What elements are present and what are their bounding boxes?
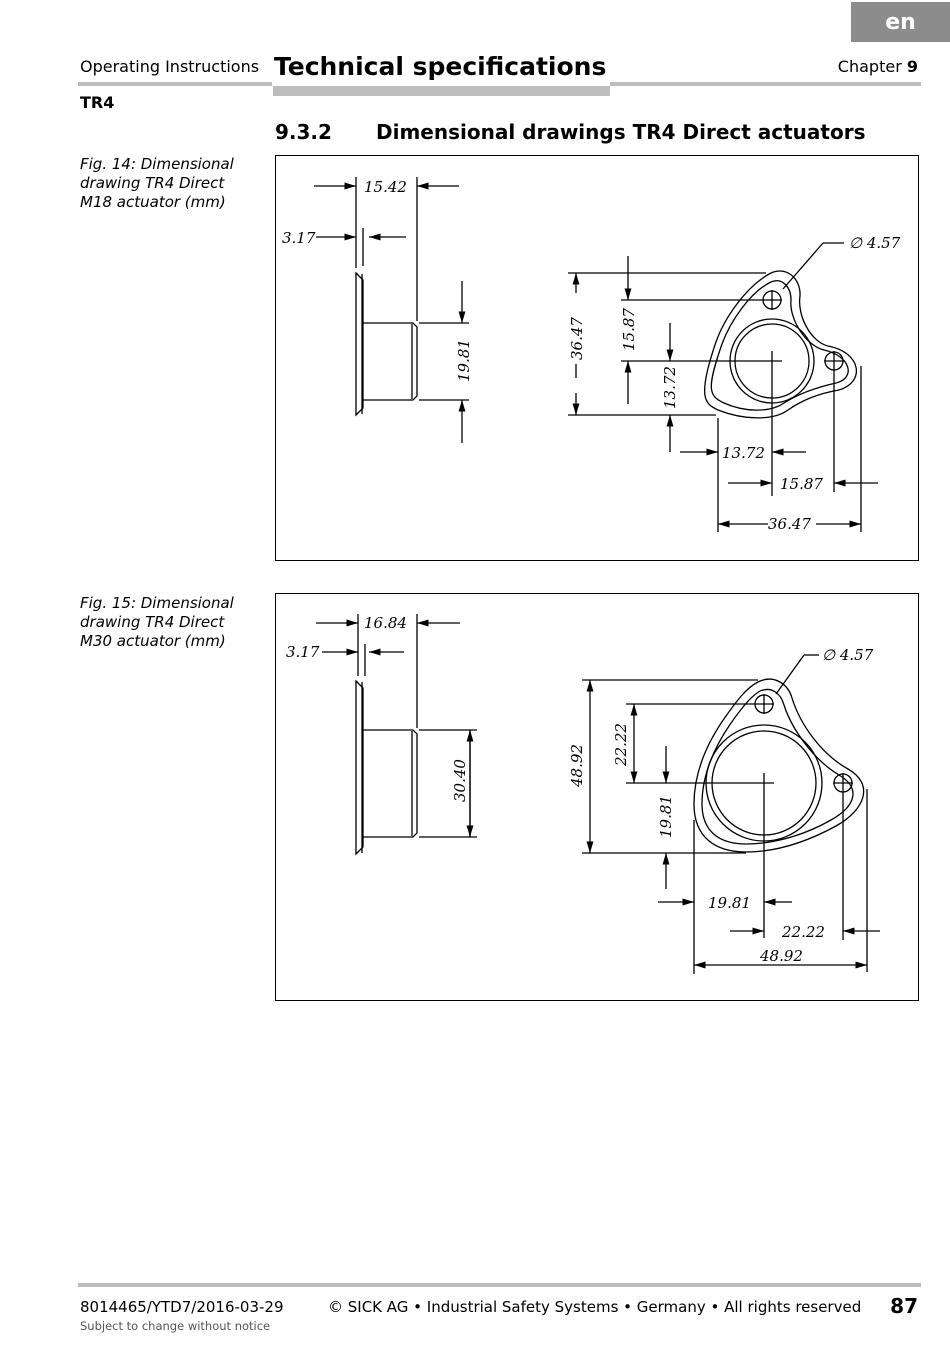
dim-v-upper: 22.22 [612,723,630,767]
dim-h-total: 36.47 [768,515,811,533]
product-label: TR4 [80,93,115,112]
footer-rule [78,1283,921,1287]
dim-h-total: 48.92 [759,947,803,965]
dim-v-total: 36.47 [568,317,586,360]
section-number: 9.3.2 [275,120,332,144]
dim-v-upper: 15.87 [620,308,638,351]
header-rule-left [78,82,272,86]
dim-v-lower: 19.81 [657,795,675,838]
dim-width-total: 15.42 [364,178,407,196]
m18-drawing-svg: 15.42 3.17 19.81 ∅ 4.57 36.47 15.87 13.7… [282,177,901,533]
chapter-title: Technical specifications [274,52,607,81]
dim-h-inner: 19.81 [708,894,751,912]
header-rule-right [610,82,921,86]
dim-v-total: 48.92 [568,744,586,788]
figure-m30-drawing: 16.84 3.17 30.40 ∅ 4.57 48.92 22.22 19.8… [275,593,919,1001]
footer-doc-id: 8014465/YTD7/2016-03-29 [80,1298,284,1316]
footer-copyright: © SICK AG • Industrial Safety Systems • … [328,1298,862,1316]
figure-caption-15: Fig. 15: Dimensional drawing TR4 Direct … [80,594,234,650]
m30-drawing-svg: 16.84 3.17 30.40 ∅ 4.57 48.92 22.22 19.8… [286,614,880,974]
dim-h-mid: 15.87 [780,475,823,493]
chapter-number: 9 [906,57,918,76]
dim-v-lower: 13.72 [661,366,679,409]
figure-caption-14: Fig. 14: Dimensional drawing TR4 Direct … [80,155,234,211]
section-title: Dimensional drawings TR4 Direct actuator… [376,120,866,144]
footer-notice: Subject to change without notice [80,1319,271,1333]
dim-flange: 3.17 [282,229,316,247]
dim-body-height: 30.40 [451,759,469,802]
header-rule-mid [273,86,610,96]
dim-h-mid: 22.22 [781,923,825,941]
chapter-label: Chapter [837,57,902,76]
dim-h-inner: 13.72 [722,444,765,462]
chapter-indicator: Chapter 9 [838,57,918,76]
page-number: 87 [890,1294,918,1318]
dim-flange: 3.17 [286,643,320,661]
language-tab: en [851,2,950,42]
dim-hole-diameter: ∅ 4.57 [849,234,901,252]
document-type: Operating Instructions [80,57,260,76]
figure-m18-drawing: 15.42 3.17 19.81 ∅ 4.57 36.47 15.87 13.7… [275,155,919,561]
dim-body-height: 19.81 [455,339,473,382]
dim-hole-diameter: ∅ 4.57 [822,646,874,664]
dim-width-total: 16.84 [364,614,407,632]
